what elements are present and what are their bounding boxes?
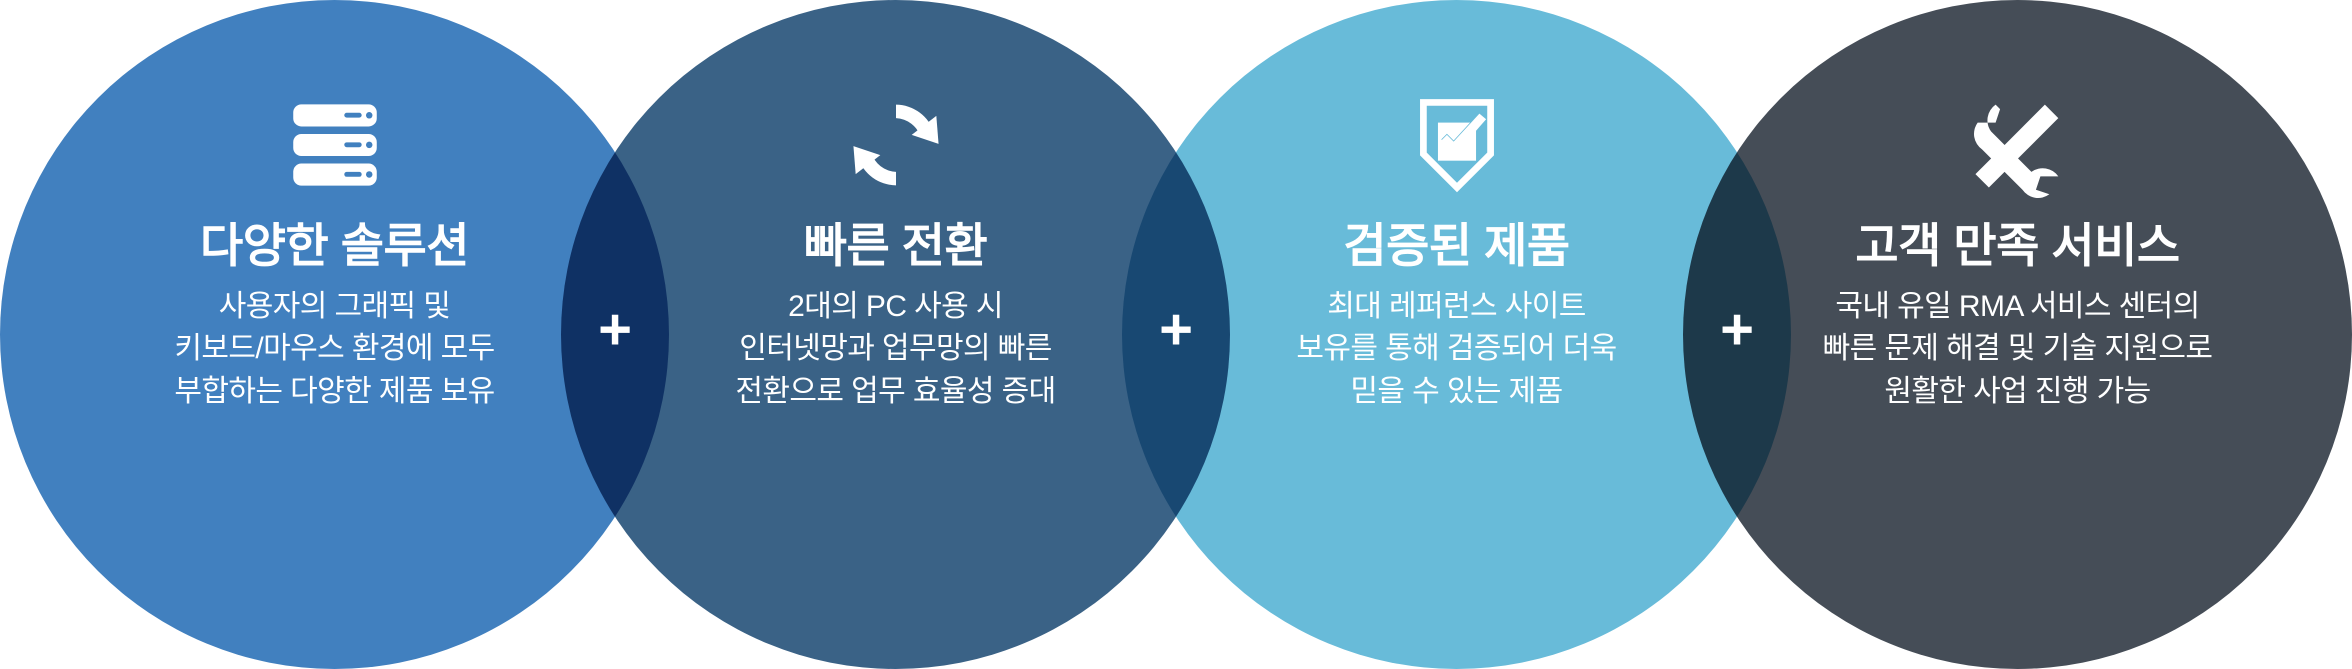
card-description-solutions: 사용자의 그래픽 및 키보드/마우스 환경에 모두 부합하는 다양한 제품 보유	[174, 289, 495, 408]
card-title-customer-service: 고객 만족 서비스	[1855, 219, 2180, 272]
circle-shape-customer-service	[1683, 0, 2352, 669]
circle-shape-verified-product	[1122, 0, 1791, 669]
card-title-verified-product: 검증된 제품	[1343, 219, 1570, 272]
card-description-customer-service: 국내 유일 RMA 서비스 센터의 빠른 문제 해결 및 기술 지원으로 원활한…	[1822, 289, 2213, 408]
server-stack-icon	[277, 70, 393, 220]
separator-plus-2: +	[1159, 297, 1193, 362]
separator-plus-1: +	[598, 297, 632, 362]
card-description-fast-switching: 2대의 PC 사용 시 인터넷망과 업무망의 빠른 전환으로 업무 효율성 증대	[735, 289, 1056, 408]
card-title-fast-switching: 빠른 전환	[803, 219, 988, 272]
circle-item-solutions[interactable]: 다양한 솔루션 사용자의 그래픽 및 키보드/마우스 환경에 모두 부합하는 다…	[0, 0, 669, 669]
sync-arrows-icon	[840, 70, 952, 220]
wrench-screwdriver-icon	[1962, 70, 2074, 220]
card-title-solutions: 다양한 솔루션	[200, 219, 470, 272]
shield-check-icon	[1401, 70, 1513, 220]
circle-item-verified-product[interactable]: 검증된 제품 최대 레퍼런스 사이트 보유를 통해 검증되어 더욱 믿을 수 있…	[1122, 0, 1791, 669]
circle-item-customer-service[interactable]: 고객 만족 서비스 국내 유일 RMA 서비스 센터의 빠른 문제 해결 및 기…	[1683, 0, 2352, 669]
card-description-verified-product: 최대 레퍼런스 사이트 보유를 통해 검증되어 더욱 믿을 수 있는 제품	[1296, 289, 1617, 408]
separator-plus-3: +	[1720, 297, 1754, 362]
circle-item-fast-switching[interactable]: 빠른 전환 2대의 PC 사용 시 인터넷망과 업무망의 빠른 전환으로 업무 …	[561, 0, 1230, 669]
